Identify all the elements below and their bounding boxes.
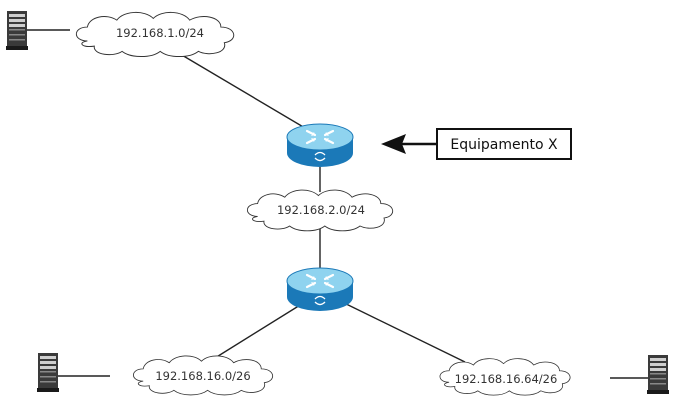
arrow-left-icon bbox=[381, 134, 436, 154]
link-router-bottom-left-cloud bbox=[214, 301, 306, 359]
server-icon bbox=[37, 353, 59, 392]
network-cloud-middle: 192.168.2.0/24 bbox=[246, 189, 394, 232]
network-label-middle: 192.168.2.0/24 bbox=[277, 203, 365, 217]
network-label-top: 192.168.1.0/24 bbox=[116, 26, 204, 40]
network-cloud-bottom-left: 192.168.16.0/26 bbox=[132, 355, 274, 396]
network-label-bottom-right: 192.168.16.64/26 bbox=[455, 372, 558, 386]
link-router-bottom-right-cloud bbox=[337, 299, 466, 363]
router-lower bbox=[285, 266, 355, 312]
server-icon bbox=[647, 355, 669, 394]
network-label-bottom-left: 192.168.16.0/26 bbox=[155, 369, 250, 383]
router-icon bbox=[285, 266, 355, 312]
router-icon bbox=[285, 122, 355, 168]
network-cloud-bottom-right: 192.168.16.64/26 bbox=[439, 358, 571, 396]
links bbox=[27, 29, 648, 379]
network-cloud-top: 192.168.1.0/24 bbox=[75, 11, 235, 58]
router-equipamento-x bbox=[285, 122, 355, 168]
callout-label: Equipamento X bbox=[450, 137, 558, 153]
server-icon bbox=[6, 11, 28, 50]
callout-box: Equipamento X bbox=[436, 128, 572, 160]
link-top-cloud-router bbox=[169, 47, 306, 129]
